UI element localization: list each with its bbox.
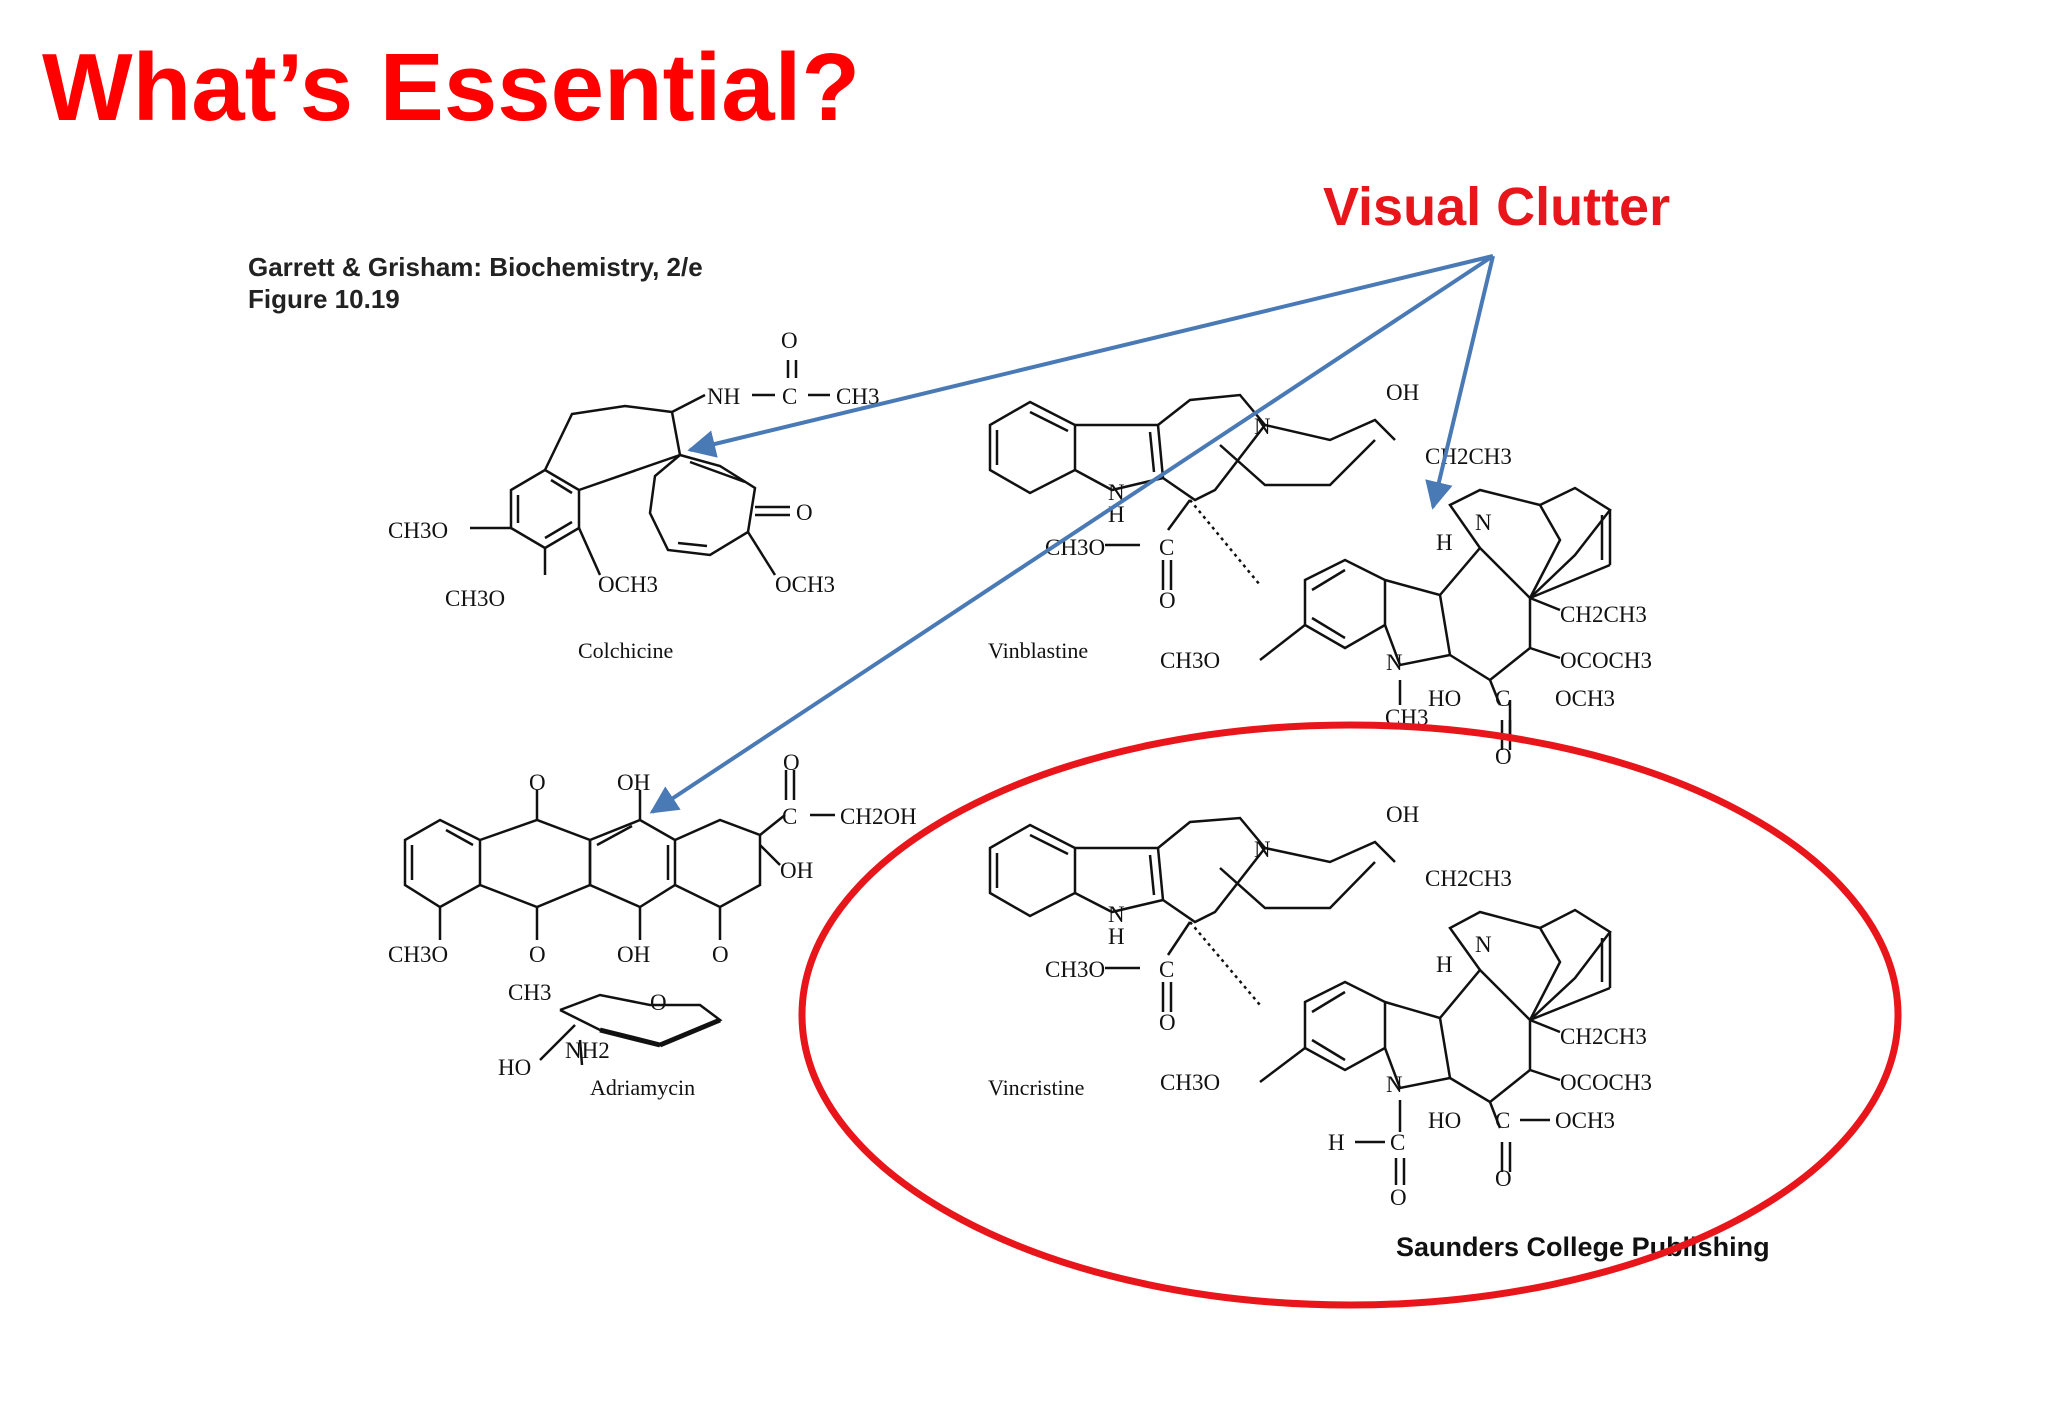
vinblastine-label: OCOCH3	[1560, 648, 1652, 673]
vinblastine-label: N	[1108, 480, 1125, 505]
vinblastine-label: HO	[1428, 686, 1461, 711]
adriamycin-label: CH3	[508, 980, 551, 1005]
adriamycin-label: OH	[617, 770, 650, 795]
source-line-1: Garrett & Grisham: Biochemistry, 2/e	[248, 252, 703, 282]
publisher-credit: Saunders College Publishing	[1396, 1232, 1770, 1262]
adriamycin-label: O	[529, 770, 546, 795]
vincristine-label: CH3O	[1045, 957, 1105, 982]
vincristine-structure	[988, 816, 1612, 1185]
vincristine-label: N	[1475, 932, 1492, 957]
vinblastine-label: C	[1495, 686, 1510, 711]
adriamycin-label: O	[529, 942, 546, 967]
colchicine-label: CH3O	[445, 586, 505, 611]
adriamycin-label: O	[712, 942, 729, 967]
vincristine-label: H	[1108, 924, 1125, 949]
adriamycin-label: CH3O	[388, 942, 448, 967]
adriamycin-label: O	[783, 750, 800, 775]
adriamycin-label: NH2	[565, 1038, 610, 1063]
adriamycin-name: Adriamycin	[590, 1075, 695, 1100]
vincristine-label: O	[1159, 1010, 1176, 1035]
vincristine-label: H	[1328, 1130, 1345, 1155]
colchicine-label: OCH3	[775, 572, 835, 597]
vincristine-label: C	[1159, 957, 1174, 982]
vincristine-labels: OH N CH2CH3 N H N H CH3O C O CH2CH3 OCOC…	[988, 802, 1652, 1210]
vincristine-label: OCOCH3	[1560, 1070, 1652, 1095]
colchicine-name: Colchicine	[578, 638, 673, 663]
adriamycin-label: HO	[498, 1055, 531, 1080]
colchicine-label: O	[796, 500, 813, 525]
vincristine-label: N	[1254, 837, 1271, 862]
arrow-to-colchicine	[687, 254, 1494, 458]
vincristine-name: Vincristine	[988, 1075, 1084, 1100]
vincristine-label: HO	[1428, 1108, 1461, 1133]
vinblastine-label: O	[1159, 588, 1176, 613]
vincristine-label: OH	[1386, 802, 1419, 827]
adriamycin-label: OH	[617, 942, 650, 967]
vinblastine-labels: OH N CH2CH3 N H N H CH3O C O CH2CH3 OCOC…	[988, 380, 1652, 769]
source-line-2: Figure 10.19	[248, 283, 400, 314]
vinblastine-label: CH3O	[1160, 648, 1220, 673]
vinblastine-label: N	[1386, 650, 1403, 675]
vinblastine-label: N	[1254, 414, 1271, 439]
colchicine-label: NH	[707, 384, 740, 409]
vinblastine-label: N	[1475, 510, 1492, 535]
arrow-to-adriamycin	[649, 254, 1495, 814]
vincristine-label: C	[1495, 1108, 1510, 1133]
vincristine-label: H	[1436, 952, 1453, 977]
vinblastine-name: Vinblastine	[988, 638, 1088, 663]
adriamycin-label: OH	[780, 858, 813, 883]
vinblastine-label: H	[1436, 530, 1453, 555]
adriamycin-labels: O OH O C CH2OH OH CH3O O OH O CH3 O NH2 …	[388, 750, 917, 1100]
colchicine-label: O	[781, 328, 798, 353]
highlight-ellipse	[798, 721, 1902, 1309]
vincristine-label: O	[1390, 1185, 1407, 1210]
colchicine-label: C	[782, 384, 797, 409]
vincristine-label: OCH3	[1555, 1108, 1615, 1133]
colchicine-label: OCH3	[598, 572, 658, 597]
callout-arrows	[649, 254, 1495, 814]
slide-title: What’s Essential?	[42, 34, 860, 141]
colchicine-label: CH3O	[388, 518, 448, 543]
arrow-to-vinblastine	[1425, 255, 1495, 510]
adriamycin-label: CH2OH	[840, 804, 917, 829]
visual-clutter-callout: Visual Clutter	[1323, 177, 1671, 237]
vinblastine-label: CH2CH3	[1560, 602, 1647, 627]
vinblastine-label: CH2CH3	[1425, 444, 1512, 469]
vincristine-label: CH2CH3	[1560, 1024, 1647, 1049]
vincristine-label: C	[1390, 1130, 1405, 1155]
vinblastine-label: C	[1159, 535, 1174, 560]
figure-source: Garrett & Grisham: Biochemistry, 2/e Fig…	[248, 252, 703, 315]
vincristine-label: N	[1108, 902, 1125, 927]
vincristine-label: N	[1386, 1072, 1403, 1097]
colchicine-labels: O NH C CH3 CH3O OCH3 CH3O O OCH3 Colchic…	[388, 328, 879, 663]
colchicine-structure	[470, 360, 830, 576]
adriamycin-label: O	[650, 990, 667, 1015]
adriamycin-label: C	[782, 804, 797, 829]
vinblastine-label: OCH3	[1555, 686, 1615, 711]
vinblastine-label: OH	[1386, 380, 1419, 405]
adriamycin-structure	[403, 770, 835, 1066]
vincristine-label: CH2CH3	[1425, 866, 1512, 891]
vinblastine-structure	[988, 393, 1612, 750]
vincristine-label: CH3O	[1160, 1070, 1220, 1095]
vincristine-label: O	[1495, 1166, 1512, 1191]
vinblastine-label: O	[1495, 744, 1512, 769]
